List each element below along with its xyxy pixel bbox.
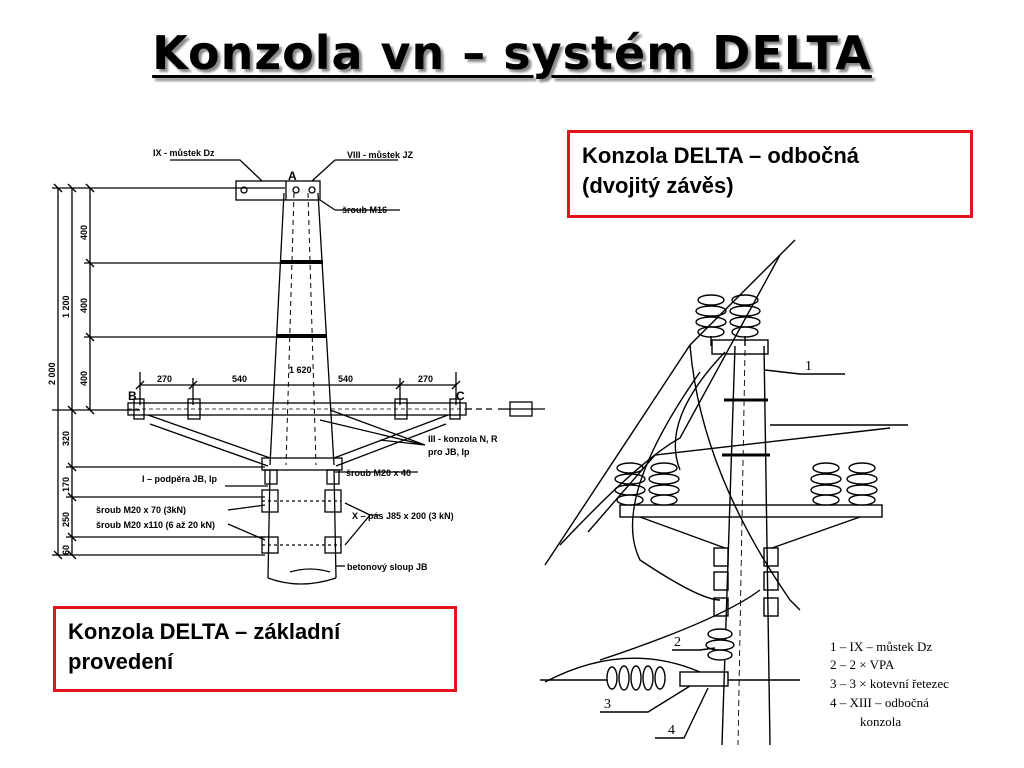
label-bolt-m20x110: šroub M20 x110 (6 až 20 kN) [96, 520, 215, 530]
branch-console-drawing [540, 239, 908, 746]
label-bolt-m16: šroub M16 [342, 205, 387, 215]
dim-400-a: 400 [79, 225, 89, 240]
dim-1200: 1 200 [61, 295, 71, 318]
dim-270-right: 270 [418, 374, 433, 384]
callout-1: 1 [805, 359, 812, 374]
dim-540-left: 540 [232, 374, 247, 384]
label-bolt-m20x70: šroub M20 x 70 (3kN) [96, 505, 186, 515]
label-support-jb: I – podpěra JB, Ip [142, 474, 218, 484]
slide-title: Konzola vn – systém DELTA [152, 26, 872, 80]
legend-item-1: 1 – IX – můstek Dz [830, 639, 932, 654]
legend-item-2: 2 – 2 × VPA [830, 657, 895, 672]
dim-170: 170 [61, 477, 71, 492]
legend-item-4-cont: konzola [860, 714, 901, 729]
dim-400-c: 400 [79, 371, 89, 386]
label-bridge-dz: IX - můstek Dz [153, 148, 215, 158]
dim-2000: 2 000 [47, 362, 57, 385]
label-bridge-jz: VIII - můstek JZ [347, 150, 414, 160]
point-c-label: C [456, 389, 465, 403]
point-a-label: A [288, 169, 297, 183]
caption-basic-console: Konzola DELTA – základní provedení [53, 606, 457, 692]
caption-basic-line1: Konzola DELTA – základní [68, 619, 341, 644]
dim-320: 320 [61, 431, 71, 446]
label-concrete-pole: betonový sloup JB [347, 562, 428, 572]
dim-270-left: 270 [157, 374, 172, 384]
label-band-j85: X – pás J85 x 200 (3 kN) [352, 511, 454, 521]
legend-item-4: 4 – XIII – odbočná [830, 695, 929, 710]
caption-branch-line2: (dvojitý závěs) [582, 173, 734, 198]
label-bolt-m20x40: šroub M20 x 40 [346, 468, 411, 478]
caption-basic-line2: provedení [68, 649, 174, 674]
callout-2: 2 [674, 635, 681, 650]
legend-item-3: 3 – 3 × kotevní řetezec [830, 676, 949, 691]
dim-1620: 1 620 [289, 365, 312, 375]
label-console-jb: pro JB, Ip [428, 447, 470, 457]
dim-60: 60 [61, 545, 71, 555]
dim-250: 250 [61, 512, 71, 527]
dim-400-b: 400 [79, 298, 89, 313]
label-console-nr: III - konzola N, R [428, 434, 498, 444]
callout-3: 3 [604, 697, 611, 712]
caption-branch-console: Konzola DELTA – odbočná (dvojitý závěs) [567, 130, 973, 218]
caption-branch-line1: Konzola DELTA – odbočná [582, 143, 860, 168]
dim-540-right: 540 [338, 374, 353, 384]
callout-4: 4 [668, 723, 675, 738]
point-b-label: B [128, 389, 137, 403]
